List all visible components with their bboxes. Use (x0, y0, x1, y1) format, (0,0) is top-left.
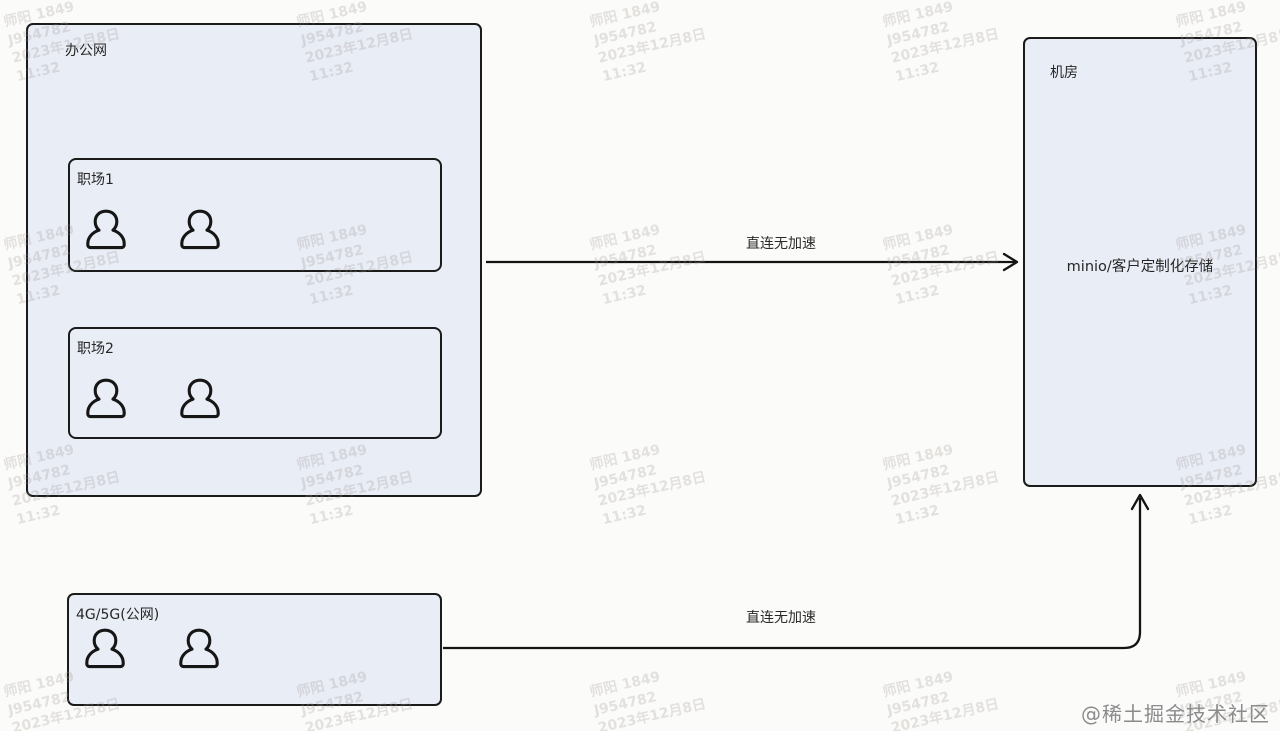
community-watermark: @稀土掘金技术社区 (1081, 702, 1270, 726)
node-mobile-network[interactable]: 4G/5G(公网) (67, 593, 442, 706)
node-server-room[interactable]: 机房 minio/客户定制化存储 (1023, 37, 1257, 487)
arrow-office-to-server-room (486, 252, 1019, 272)
edge-label-mobile-to-server: 直连无加速 (746, 610, 816, 626)
person-icon (177, 626, 221, 670)
node-office-network[interactable]: 办公网 职场1 职场2 (26, 23, 482, 497)
workplace-2-label: 职场2 (77, 341, 114, 357)
person-icon (178, 207, 222, 251)
server-room-label: 机房 (1050, 65, 1078, 81)
workplace-1-label: 职场1 (77, 172, 114, 188)
office-network-label: 办公网 (65, 43, 107, 59)
person-icon (83, 626, 127, 670)
node-workplace-2[interactable]: 职场2 (68, 327, 442, 439)
edge-label-office-to-server: 直连无加速 (746, 236, 816, 252)
node-workplace-1[interactable]: 职场1 (68, 158, 442, 272)
person-icon (84, 207, 128, 251)
mobile-network-label: 4G/5G(公网) (76, 607, 160, 623)
person-icon (178, 376, 222, 420)
person-icon (84, 376, 128, 420)
server-room-storage-label: minio/客户定制化存储 (1066, 259, 1214, 275)
